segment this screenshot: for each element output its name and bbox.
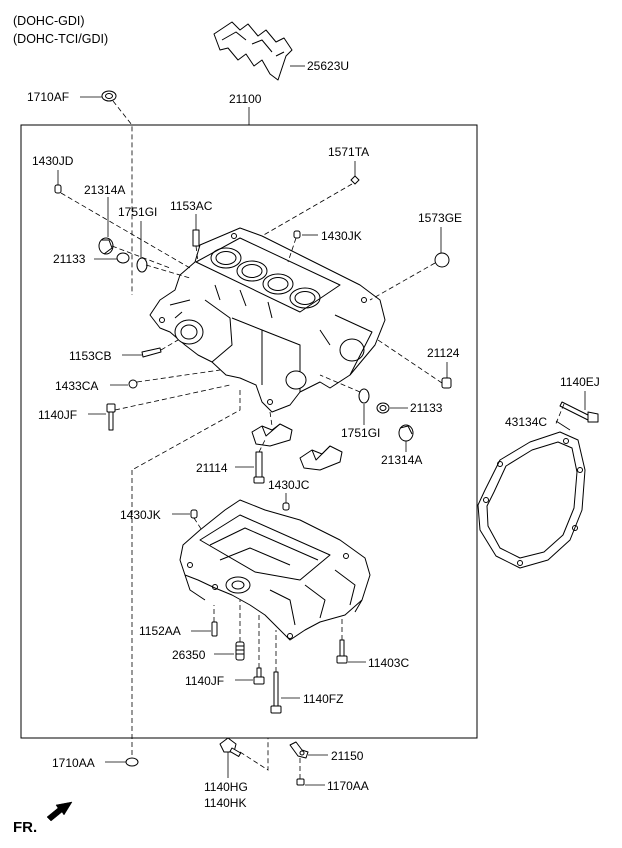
- label-26350[interactable]: 26350: [172, 648, 206, 662]
- bearing-cap-right[interactable]: [299, 445, 343, 471]
- label-21114[interactable]: 21114: [196, 461, 228, 475]
- cap-21314A-bottom[interactable]: [398, 424, 414, 442]
- stud-1153AC[interactable]: [192, 229, 200, 247]
- dash-21314A-top: [111, 245, 171, 269]
- label-25623U[interactable]: 25623U: [307, 59, 349, 73]
- dash-1430JK-top: [287, 237, 297, 263]
- plug-1573GE[interactable]: [434, 252, 450, 268]
- dowel-1430JK-top[interactable]: [293, 230, 301, 239]
- label-21133-right[interactable]: 21133: [410, 401, 443, 415]
- gasket-1170AA[interactable]: [296, 778, 305, 786]
- bolt-1140HG[interactable]: [219, 737, 242, 757]
- dash-21114: [258, 439, 266, 453]
- bolt-1140EJ[interactable]: [559, 401, 599, 423]
- leader-43134C: [555, 420, 571, 431]
- front-direction-label: FR.: [13, 819, 37, 836]
- plug-1571TA[interactable]: [350, 175, 360, 185]
- seal-1751GI-top[interactable]: [136, 257, 148, 273]
- jet-1433CA[interactable]: [128, 379, 138, 389]
- bolt-1140JF-bottom[interactable]: [253, 667, 265, 685]
- label-43134C[interactable]: 43134C: [505, 415, 547, 429]
- label-21314A-top[interactable]: 21314A: [84, 183, 125, 197]
- label-1710AF[interactable]: 1710AF: [27, 90, 69, 104]
- dash-1430JD: [60, 192, 191, 269]
- label-21100[interactable]: 21100: [229, 92, 262, 106]
- dash-1140HG: [239, 738, 269, 771]
- dowel-1430JD[interactable]: [54, 184, 62, 194]
- dowel-21124[interactable]: [441, 377, 452, 389]
- label-1751GI-top[interactable]: 1751GI: [118, 205, 157, 219]
- plug-1710AA[interactable]: [125, 757, 139, 767]
- label-1153AC[interactable]: 1153AC: [170, 199, 213, 213]
- header-variant-tci-gdi: (DOHC-TCI/GDI): [13, 32, 108, 46]
- dash-21124: [377, 339, 443, 384]
- label-21124[interactable]: 21124: [427, 346, 460, 360]
- label-1140FZ[interactable]: 1140FZ: [303, 692, 343, 706]
- stud-1153CB[interactable]: [141, 347, 162, 358]
- dash-1140JF-top: [114, 384, 231, 411]
- dash-1573GE: [369, 262, 436, 301]
- label-1153CB[interactable]: 1153CB: [69, 349, 111, 363]
- cap-21314A-top[interactable]: [98, 237, 114, 255]
- arrow-left-down-icon: [46, 801, 73, 822]
- dowel-1430JC[interactable]: [282, 502, 290, 511]
- plug-1710AF-inner: [105, 93, 113, 99]
- label-1430JD[interactable]: 1430JD: [32, 154, 74, 168]
- bolt-11403C[interactable]: [336, 639, 348, 664]
- bolt-1140JF-top[interactable]: [106, 403, 116, 431]
- dash-block-to-frame: [131, 390, 241, 471]
- label-1430JC[interactable]: 1430JC: [268, 478, 310, 492]
- dash-1433CA: [136, 369, 221, 383]
- dash-1751GI-bottom: [319, 374, 361, 393]
- dowel-1430JK-mid[interactable]: [190, 509, 198, 519]
- plug-1710AF[interactable]: [101, 90, 117, 102]
- dash-1153AC: [195, 245, 199, 263]
- label-21314A-bottom[interactable]: 21314A: [381, 453, 422, 467]
- dash-1153CB: [160, 339, 179, 351]
- filter-26350[interactable]: [235, 641, 245, 661]
- cylinder-block[interactable]: [149, 227, 386, 413]
- label-1430JK-top[interactable]: 1430JK: [321, 229, 362, 243]
- pin-1152AA[interactable]: [211, 621, 218, 637]
- label-1430JK-mid[interactable]: 1430JK: [120, 508, 161, 522]
- bearing-cap-left[interactable]: [251, 423, 293, 447]
- gasket-43134C[interactable]: [477, 431, 586, 569]
- label-1152AA[interactable]: 1152AA: [139, 624, 181, 638]
- label-1140HG[interactable]: 1140HG: [204, 780, 248, 794]
- label-21133-left[interactable]: 21133: [53, 252, 86, 266]
- label-1751GI-bottom[interactable]: 1751GI: [341, 426, 380, 440]
- plug-21133-right-inner: [379, 405, 387, 411]
- label-1140EJ[interactable]: 1140EJ: [560, 375, 600, 389]
- seal-1751GI-bottom[interactable]: [358, 388, 370, 404]
- label-1710AA[interactable]: 1710AA: [52, 756, 95, 770]
- header-variant-gdi: (DOHC-GDI): [13, 14, 85, 28]
- plug-21133-left[interactable]: [116, 252, 130, 264]
- label-11403C[interactable]: 11403C: [368, 656, 409, 670]
- bolt-21114[interactable]: [253, 451, 265, 484]
- lower-crankcase[interactable]: [179, 499, 371, 641]
- label-21150[interactable]: 21150: [331, 749, 364, 763]
- label-1433CA[interactable]: 1433CA: [55, 379, 98, 393]
- dash-bearing-cap: [269, 411, 273, 427]
- label-1571TA[interactable]: 1571TA: [328, 145, 369, 159]
- drain-plug-21150[interactable]: [289, 741, 309, 759]
- dash-1140EJ: [554, 403, 565, 427]
- label-1573GE[interactable]: 1573GE: [418, 211, 462, 225]
- bolt-1140FZ[interactable]: [270, 671, 282, 714]
- dash-1710AF: [112, 100, 133, 295]
- heat-shield-part[interactable]: [213, 21, 293, 81]
- label-1140JF-bottom[interactable]: 1140JF: [185, 674, 224, 688]
- label-1170AA[interactable]: 1170AA: [327, 779, 369, 793]
- label-1140JF-top[interactable]: 1140JF: [38, 408, 77, 422]
- plug-21133-right[interactable]: [376, 402, 390, 414]
- dash-1571TA: [261, 183, 353, 237]
- label-1140HK[interactable]: 1140HK: [204, 796, 246, 810]
